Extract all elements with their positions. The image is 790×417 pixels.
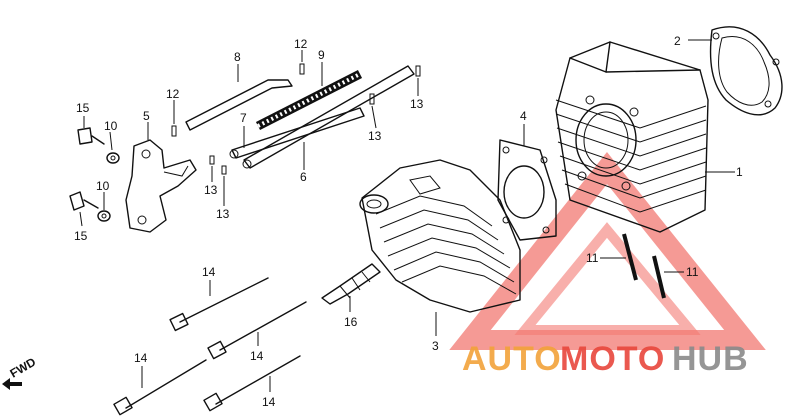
washer-10-lower <box>97 210 111 222</box>
dowel-pins-11 <box>622 233 666 299</box>
callout-3: 3 <box>432 339 439 353</box>
callout-5: 5 <box>143 109 150 123</box>
callout-10-upper: 10 <box>104 119 118 133</box>
callout-11-right: 11 <box>686 265 699 279</box>
callout-6: 6 <box>300 170 307 184</box>
spring-hose-9 <box>255 69 363 131</box>
callout-2: 2 <box>674 34 681 48</box>
callout-12-upper: 12 <box>294 37 308 51</box>
callout-13-b: 13 <box>368 129 382 143</box>
cylinder-1 <box>555 41 709 233</box>
callout-13-a: 13 <box>410 97 424 111</box>
bolt-14-c <box>113 359 207 416</box>
callout-14-c: 14 <box>134 351 148 365</box>
breather-tube-6 <box>242 65 415 169</box>
watermark-auto: AUTO <box>462 340 562 378</box>
spark-plug-16 <box>321 263 381 305</box>
callout-1: 1 <box>736 165 743 179</box>
callout-7: 7 <box>240 111 247 125</box>
hose-8 <box>185 79 293 131</box>
bolt-14-b <box>207 301 307 360</box>
cylinder-base-gasket-2 <box>709 26 783 116</box>
callout-4: 4 <box>520 109 527 123</box>
callout-15-upper: 15 <box>76 101 90 115</box>
bolt-15-upper <box>77 127 105 145</box>
callout-11-left: 11 <box>586 251 599 265</box>
callout-14-a: 14 <box>202 265 216 279</box>
watermark-logo <box>449 151 766 350</box>
clips <box>171 63 421 175</box>
bolt-14-d <box>203 355 301 412</box>
watermark-hub: HUB <box>672 340 749 378</box>
bracket-5 <box>125 139 197 233</box>
callout-15-lower: 15 <box>74 229 88 243</box>
callout-12-lower: 12 <box>166 87 180 101</box>
breather-tube-7 <box>229 107 365 159</box>
callout-13-d: 13 <box>216 207 230 221</box>
callout-9: 9 <box>318 48 325 62</box>
watermark-moto: MOTO <box>560 340 665 378</box>
bolt-14-a <box>169 277 269 332</box>
callout-13-c: 13 <box>204 183 218 197</box>
washer-10-upper <box>106 152 120 164</box>
cylinder-head-3 <box>359 159 521 313</box>
callout-10-lower: 10 <box>96 179 110 193</box>
callout-8: 8 <box>234 50 241 64</box>
fwd-label: FWD <box>8 355 39 381</box>
bolt-15-lower <box>69 191 99 211</box>
callout-14-d: 14 <box>262 395 276 409</box>
fwd-arrow-icon <box>2 378 22 390</box>
callout-14-b: 14 <box>250 349 264 363</box>
callout-16: 16 <box>344 315 358 329</box>
watermark-text: AUTO MOTO HUB <box>462 340 749 378</box>
head-gasket-4 <box>497 139 557 241</box>
